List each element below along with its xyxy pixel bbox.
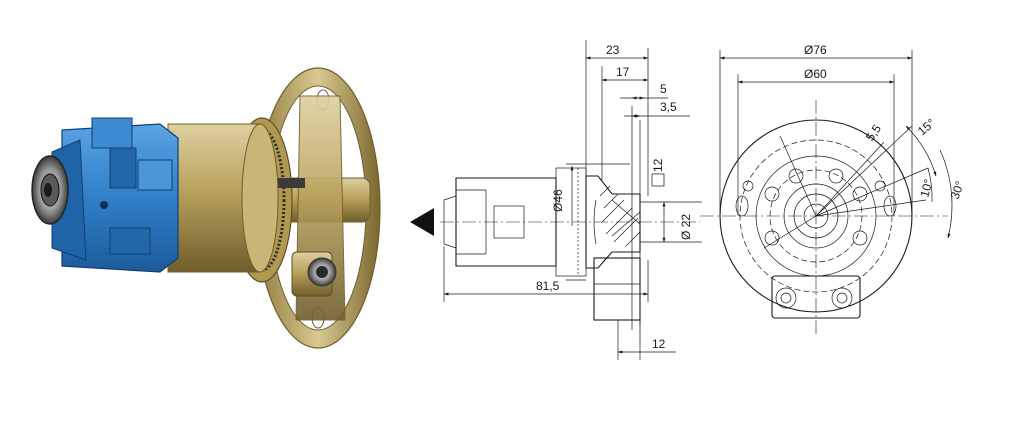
angle-30: 30°	[948, 179, 967, 201]
front-view-drawing: Ø76 Ø60 5,5 15° 10° 30°	[700, 43, 967, 336]
blue-cap	[51, 117, 179, 273]
motor-body	[167, 123, 279, 273]
angle-15: 15°	[915, 116, 938, 139]
dim-81-5: 81,5	[536, 279, 560, 293]
dim-5: 5	[660, 82, 667, 96]
direction-marker	[410, 208, 434, 236]
dim-12-bottom: 12	[652, 337, 666, 351]
dim-5-5: 5,5	[863, 122, 884, 144]
dim-dia22: Ø 22	[679, 214, 693, 240]
dim-dia76: Ø76	[804, 43, 827, 57]
dim-3-5: 3,5	[660, 100, 677, 114]
dim-dia46: Ø46	[551, 189, 565, 212]
dim-sq12: 12	[651, 158, 665, 172]
dim-17: 17	[616, 65, 630, 79]
dim-dia60: Ø60	[804, 67, 827, 81]
product-photo	[31, 67, 381, 349]
side-view-drawing: 23 17 5 3,5 Ø46 12 Ø 22 81,5	[410, 40, 702, 360]
clamp-block	[291, 251, 337, 297]
angle-10: 10°	[917, 177, 935, 198]
shaft-hub	[31, 155, 69, 225]
square-symbol	[651, 173, 665, 187]
dim-23: 23	[606, 43, 620, 57]
